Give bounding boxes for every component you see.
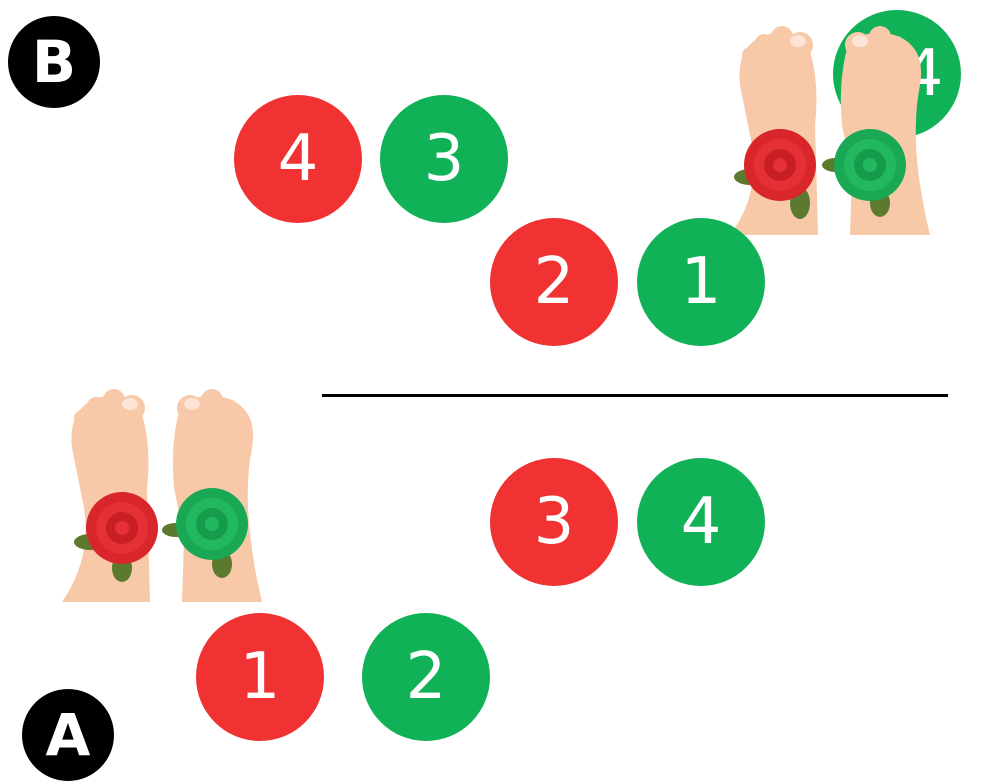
step-a-4-green: 4 bbox=[637, 458, 765, 586]
step-a-3-red: 3 bbox=[490, 458, 618, 586]
section-divider bbox=[322, 394, 948, 397]
step-number: 1 bbox=[240, 640, 281, 714]
label-b-text: B bbox=[32, 28, 76, 96]
step-number: 1 bbox=[681, 245, 722, 319]
step-b-1-green: 1 bbox=[637, 218, 765, 346]
label-b-badge: B bbox=[8, 16, 100, 108]
step-number: 2 bbox=[406, 640, 447, 714]
step-number: 4 bbox=[278, 122, 319, 196]
step-b-3-green: 3 bbox=[380, 95, 508, 223]
step-number: 3 bbox=[424, 122, 465, 196]
label-a-text: A bbox=[46, 701, 91, 769]
step-a-1-red: 1 bbox=[196, 613, 324, 741]
step-number: 4 bbox=[681, 485, 722, 559]
step-b-2-red: 2 bbox=[490, 218, 618, 346]
feet-start-a-icon bbox=[62, 388, 262, 602]
step-b-4-red: 4 bbox=[234, 95, 362, 223]
step-number: 2 bbox=[534, 245, 575, 319]
step-number: 3 bbox=[534, 485, 575, 559]
feet-end-b-icon bbox=[730, 25, 930, 235]
label-a-badge: A bbox=[22, 689, 114, 781]
step-a-2-green: 2 bbox=[362, 613, 490, 741]
